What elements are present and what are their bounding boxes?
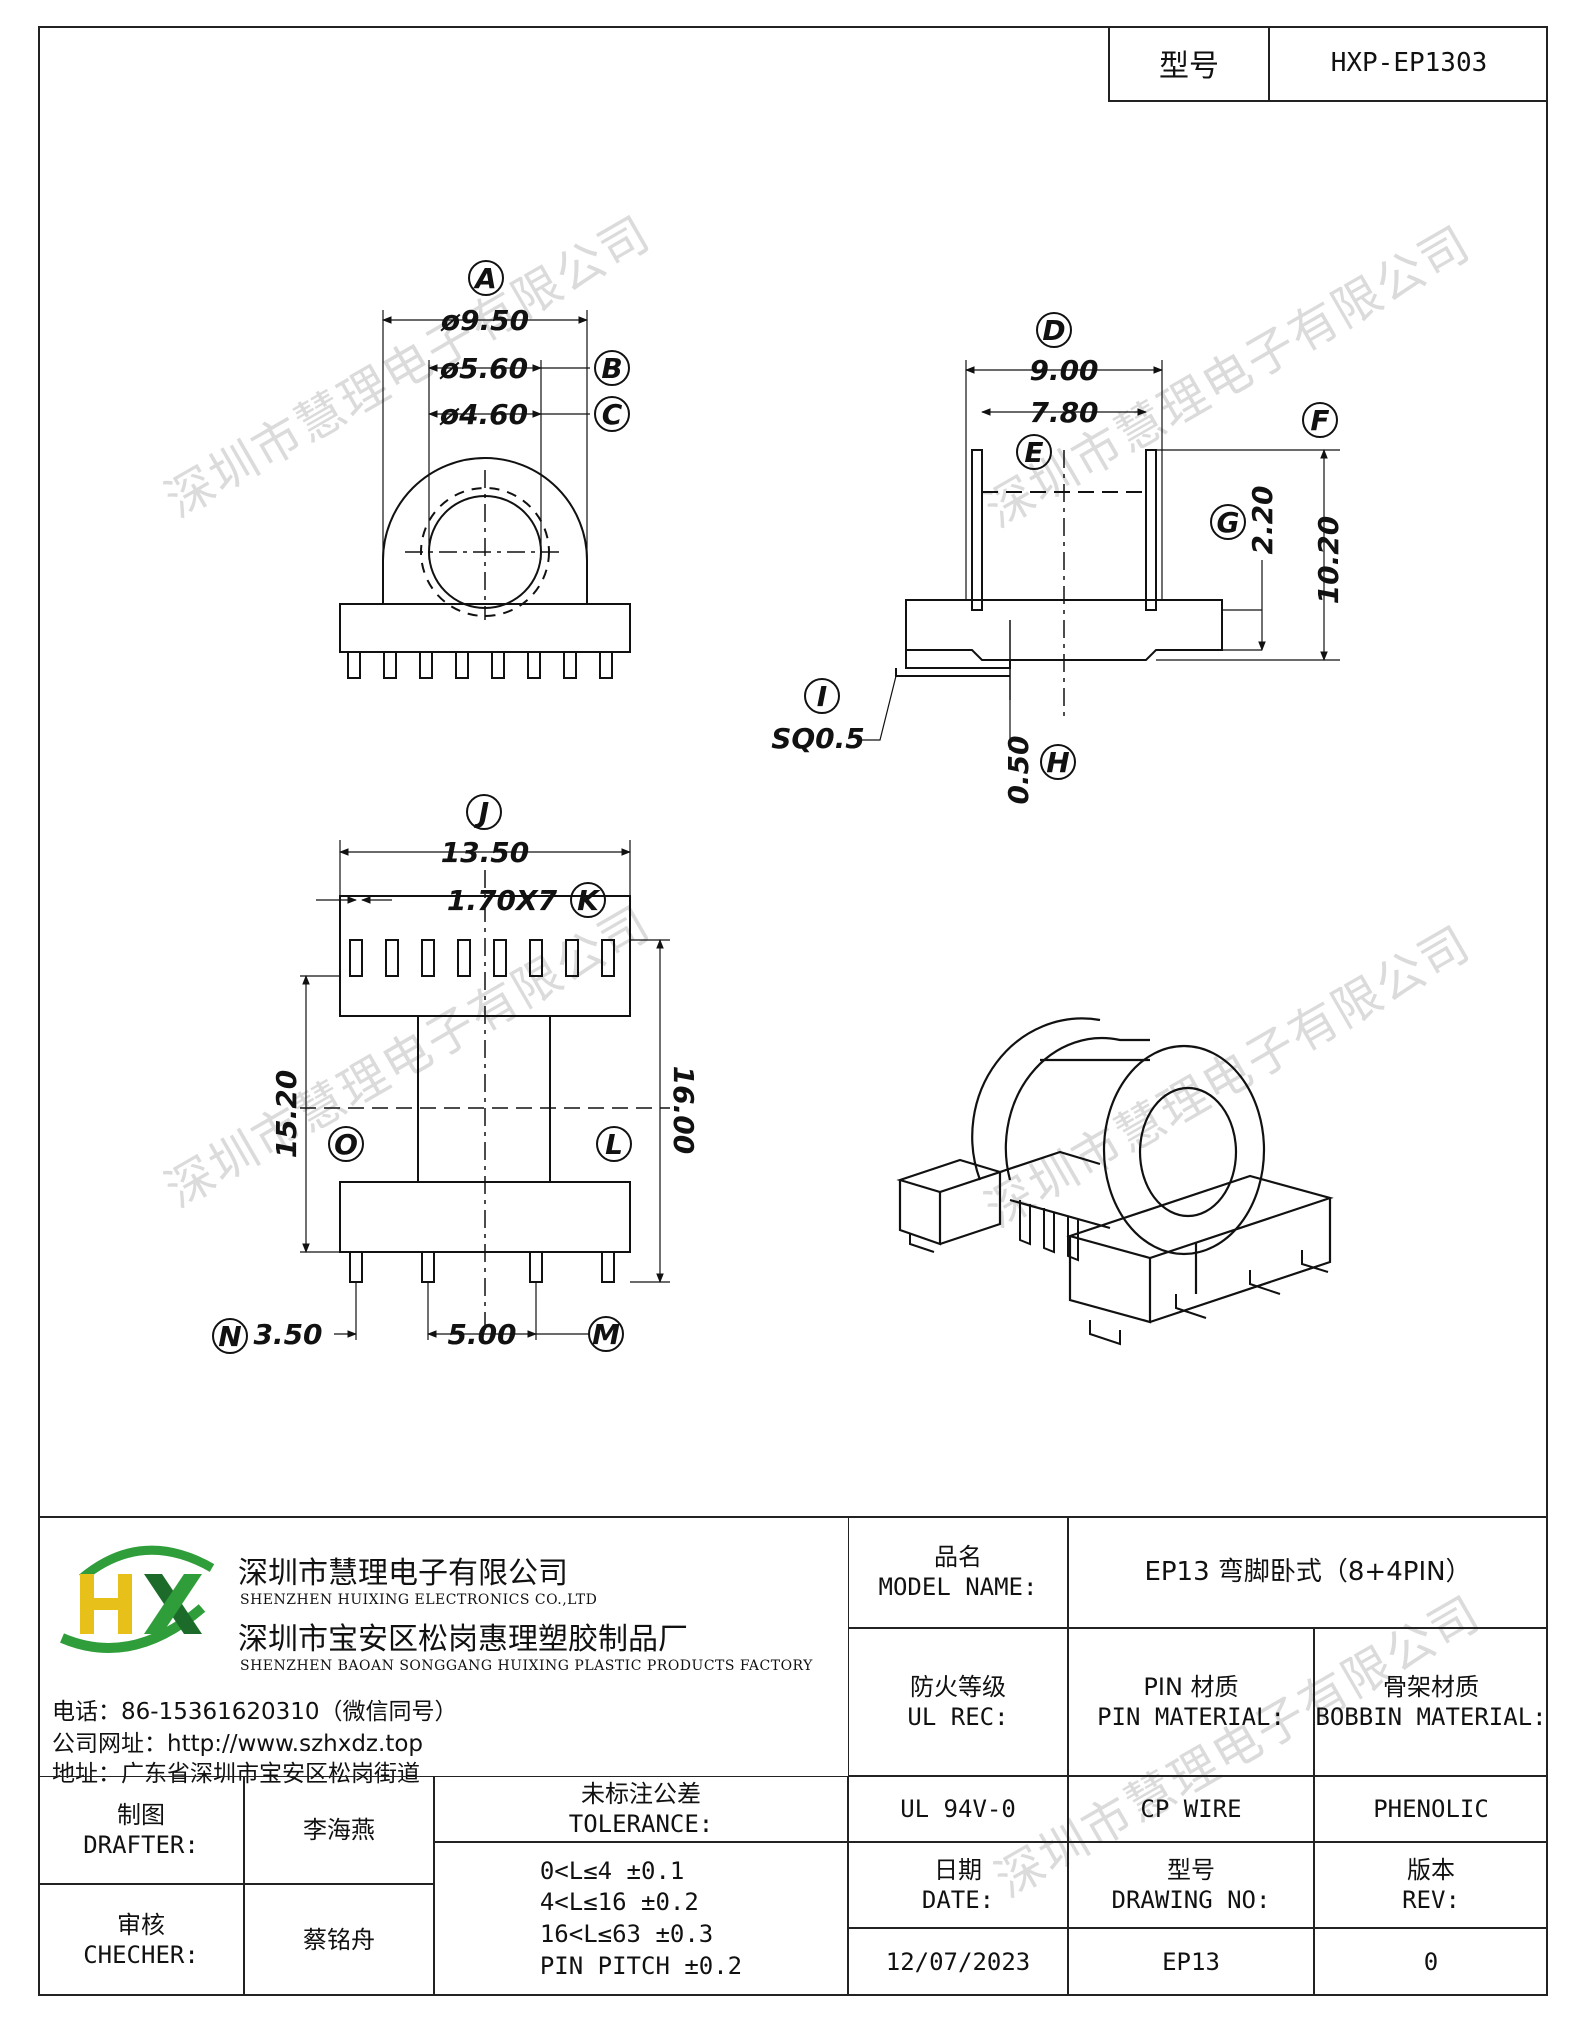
- bobbin-material-label: 骨架材质 BOBBIN MATERIAL:: [1314, 1628, 1548, 1776]
- dim-m: 5.00: [447, 1318, 516, 1351]
- label-N: N: [218, 1320, 241, 1353]
- label-M: M: [592, 1318, 620, 1351]
- company-name-cn: 深圳市慧理电子有限公司: [238, 1556, 568, 1591]
- pin-material-label: PIN 材质 PIN MATERIAL:: [1068, 1628, 1314, 1776]
- drafter-label: 制图 DRAFTER:: [38, 1776, 244, 1884]
- rev-value: 0: [1314, 1928, 1548, 1996]
- label-B: B: [601, 352, 622, 385]
- bobbin-material-value: PHENOLIC: [1314, 1776, 1548, 1842]
- dim-n: 3.50: [253, 1318, 322, 1351]
- company-phone: 电话：86-15361620310（微信同号）: [52, 1699, 458, 1725]
- tolerance-label: 未标注公差 TOLERANCE:: [434, 1776, 848, 1842]
- front-view: [339, 260, 631, 679]
- factory-name-en: SHENZHEN BAOAN SONGGANG HUIXING PLASTIC …: [240, 1658, 813, 1674]
- tolerance-table: 0<L≤4 ±0.1 4<L≤16 ±0.2 16<L≤63 ±0.3 PIN …: [434, 1842, 848, 1996]
- date-label: 日期 DATE:: [848, 1842, 1068, 1928]
- dim-e: 7.80: [1029, 396, 1098, 429]
- company-name-en: SHENZHEN HUIXING ELECTRONICS CO.,LTD: [240, 1592, 598, 1608]
- dim-o: 15.20: [270, 1070, 303, 1159]
- factory-name-cn: 深圳市宝安区松岗惠理塑胶制品厂: [238, 1622, 688, 1657]
- technical-drawing: A ø9.50 B ø5.60 C ø4.60: [212, 260, 1345, 1354]
- label-K: K: [577, 884, 601, 917]
- label-C: C: [602, 398, 623, 431]
- company-website[interactable]: 公司网址：http://www.szhxdz.top: [52, 1731, 424, 1757]
- bottom-view: [212, 794, 670, 1354]
- label-G: G: [1217, 506, 1240, 539]
- dim-j: 13.50: [441, 836, 530, 869]
- dim-f: 10.20: [1312, 516, 1345, 605]
- dim-c: ø4.60: [439, 398, 528, 431]
- label-J: J: [474, 796, 489, 829]
- model-value: HXP-EP1303: [1330, 48, 1488, 78]
- pin-material-value: CP WIRE: [1068, 1776, 1314, 1842]
- dim-b: ø5.60: [439, 352, 528, 385]
- label-F: F: [1310, 404, 1329, 437]
- date-value: 12/07/2023: [848, 1928, 1068, 1996]
- model-label: 型号: [1110, 26, 1270, 100]
- title-block: 深圳市慧理电子有限公司 SHENZHEN HUIXING ELECTRONICS…: [38, 1516, 1548, 1996]
- label-O: O: [334, 1128, 358, 1161]
- label-E: E: [1024, 436, 1043, 469]
- side-view: [804, 312, 1340, 780]
- model-name-label: 品名 MODEL NAME:: [848, 1516, 1068, 1628]
- checker-label: 审核 CHECHER:: [38, 1884, 244, 1996]
- model-box: 型号 HXP-EP1303: [1108, 26, 1548, 102]
- model-name-value: EP13 弯脚卧式（8+4PIN）: [1068, 1516, 1548, 1628]
- tolerance-line: 4<L≤16 ±0.2: [539, 1888, 699, 1917]
- dim-i: SQ0.5: [771, 722, 865, 755]
- label-I: I: [817, 680, 827, 713]
- label-D: D: [1042, 314, 1065, 347]
- company-info: 深圳市慧理电子有限公司 SHENZHEN HUIXING ELECTRONICS…: [40, 1518, 848, 1787]
- ul-value: UL 94V-0: [848, 1776, 1068, 1842]
- tolerance-line: PIN PITCH ±0.2: [539, 1951, 743, 1980]
- ul-rec-label: 防火等级 UL REC:: [848, 1628, 1068, 1776]
- tolerance-line: 0<L≤4 ±0.1: [539, 1856, 685, 1885]
- dim-h: 0.50: [1002, 735, 1035, 804]
- dim-k: 1.70X7: [447, 884, 558, 917]
- dim-g: 2.20: [1246, 485, 1279, 554]
- label-A: A: [473, 262, 497, 295]
- isometric-view: [896, 1017, 1334, 1346]
- dim-l: 16.00: [667, 1066, 700, 1155]
- dim-a: ø9.50: [440, 304, 529, 337]
- checker-name: 蔡铭舟: [244, 1884, 434, 1996]
- company-address: 地址：广东省深圳市宝安区松岗街道: [52, 1761, 420, 1787]
- label-H: H: [1046, 746, 1069, 779]
- drafter-name: 李海燕: [244, 1776, 434, 1884]
- label-L: L: [605, 1128, 623, 1161]
- rev-label: 版本 REV:: [1314, 1842, 1548, 1928]
- hx-logo-icon: [60, 1545, 215, 1653]
- drawing-no-value: EP13: [1068, 1928, 1314, 1996]
- dim-d: 9.00: [1029, 354, 1098, 387]
- tolerance-line: 16<L≤63 ±0.3: [539, 1920, 714, 1948]
- drawing-no-label: 型号 DRAWING NO:: [1068, 1842, 1314, 1928]
